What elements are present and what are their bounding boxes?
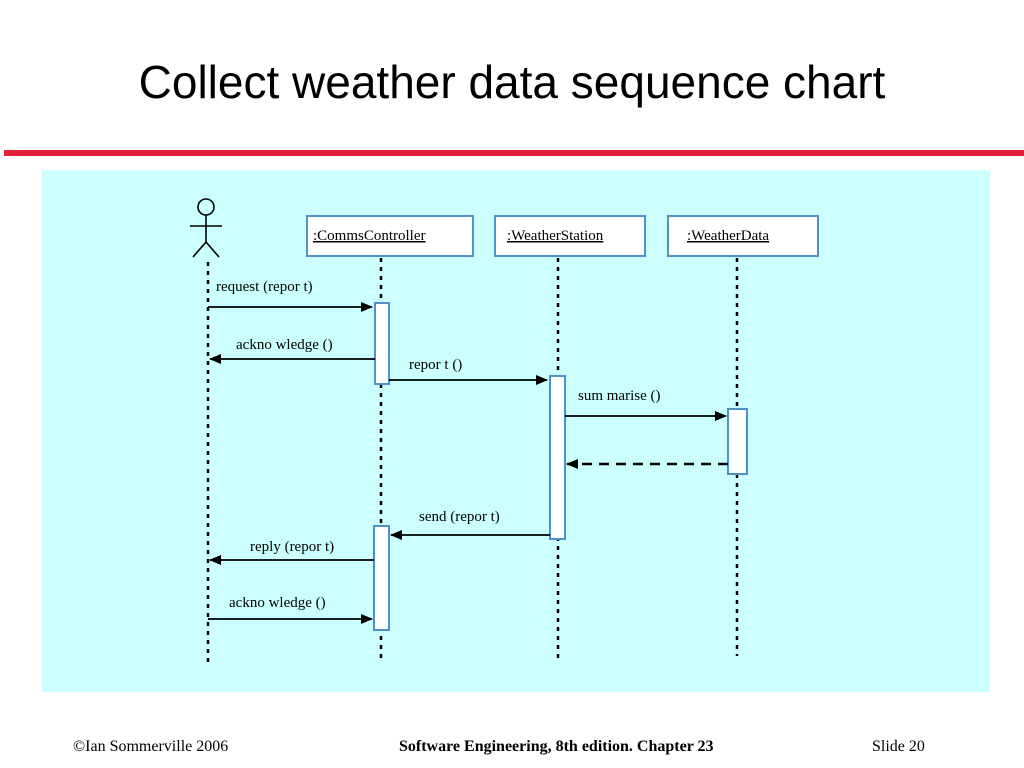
footer-book-title: Software Engineering, 8th edition. Chapt… [399,738,714,755]
actor-left-leg [192,241,207,258]
message-label-send-report: send (repor t) [419,509,500,525]
object-box-weather-data: :WeatherData [667,215,819,257]
actor-right-leg [205,241,220,258]
title-rule [4,150,1024,156]
object-box-weather-station: :WeatherStation [494,215,646,257]
message-label-reply-report: reply (repor t) [250,539,334,555]
object-label-comms-controller: :CommsController [313,228,426,244]
message-label-acknowledge-2: ackno wledge () [229,595,326,611]
actor-stick-figure [190,198,222,258]
message-label-summarise: sum marise () [578,388,660,404]
activation-comms-controller-2 [373,525,390,631]
slide-title: Collect weather data sequence chart [138,56,886,108]
message-label-acknowledge-1: ackno wledge () [236,337,333,353]
footer-copyright: ©Ian Sommerville 2006 [73,738,229,755]
activation-comms-controller-1 [374,302,390,385]
object-label-weather-station: :WeatherStation [507,228,604,244]
message-label-request-report: request (repor t) [216,279,313,295]
object-label-weather-data: :WeatherData [687,228,769,244]
footer-slide-number: Slide 20 [872,738,925,755]
activation-weather-data [727,408,748,475]
object-box-comms-controller: :CommsController [306,215,474,257]
title-rule-bar [4,150,1024,156]
sequence-diagram-panel: :CommsController :WeatherStation :Weathe… [42,170,990,692]
sequence-diagram: :CommsController :WeatherStation :Weathe… [42,170,990,692]
activation-weather-station [549,375,566,540]
message-label-report: repor t () [409,357,462,373]
